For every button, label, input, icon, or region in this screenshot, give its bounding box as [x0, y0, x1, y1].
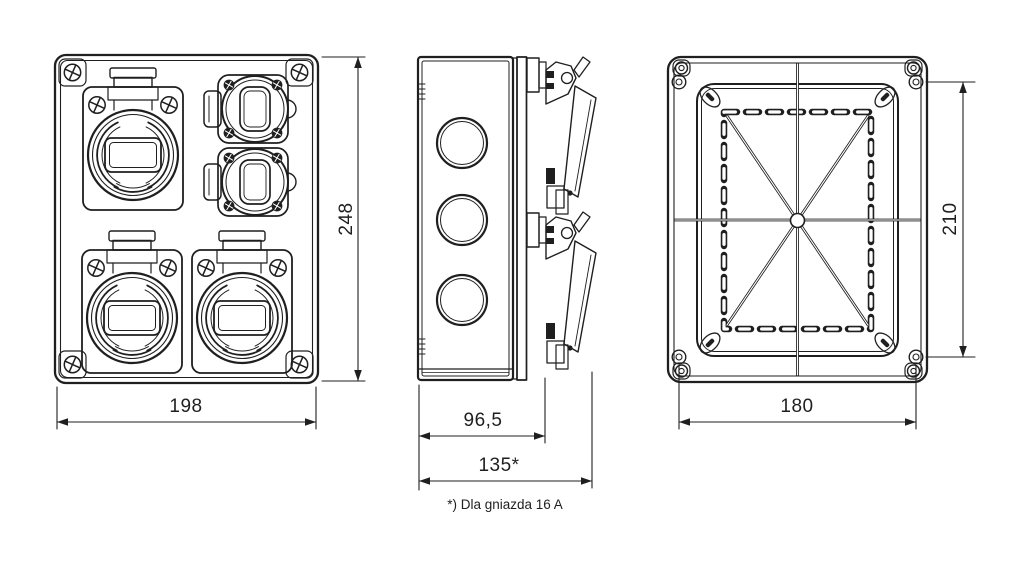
panel-boss [695, 328, 725, 358]
front-enclosure-outline [53, 53, 320, 385]
dim-label-front-height: 248 [336, 202, 357, 235]
rear-center-hole [789, 212, 806, 229]
socket-small [204, 148, 296, 216]
open-flap [526, 56, 597, 215]
mounting-hole [904, 59, 924, 90]
open-flap [526, 211, 597, 370]
dim-side-depth-total [418, 371, 593, 489]
side-view [416, 55, 597, 382]
dim-label-side-depth-total: 135* [478, 455, 519, 476]
rear-enclosure-outline [666, 55, 929, 384]
front-view [53, 53, 320, 385]
dim-rear-hole-spacing-v [925, 81, 976, 358]
corner-screw-pad [286, 59, 313, 86]
corner-screw-pad [286, 351, 313, 378]
dimensions [56, 56, 976, 491]
dim-label-rear-spacing-h: 180 [780, 396, 813, 417]
side-body-outline [416, 55, 515, 382]
dim-rear-hole-spacing-h [678, 365, 917, 430]
mounting-hole [671, 59, 691, 90]
dim-label-front-width: 198 [169, 396, 202, 417]
dim-front-width [56, 386, 317, 430]
mounting-hole [904, 349, 924, 380]
mounting-hole [671, 349, 691, 380]
panel-boss [870, 82, 900, 112]
dim-side-depth [418, 377, 546, 491]
rear-view [666, 55, 929, 384]
socket-large [83, 68, 183, 210]
socket-large [192, 231, 292, 373]
dim-label-side-depth: 96,5 [464, 410, 503, 431]
panel-boss [870, 328, 900, 358]
corner-screw-pad [59, 59, 86, 86]
socket-large [82, 231, 182, 373]
side-lid-strip [516, 56, 528, 381]
knockout-holes [435, 116, 489, 327]
socket-small [204, 75, 296, 143]
dim-label-rear-spacing-v: 210 [940, 202, 961, 235]
panel-boss [695, 82, 725, 112]
dim-front-height [321, 56, 366, 382]
footnote-text: *) Dla gniazda 16 A [447, 497, 563, 512]
